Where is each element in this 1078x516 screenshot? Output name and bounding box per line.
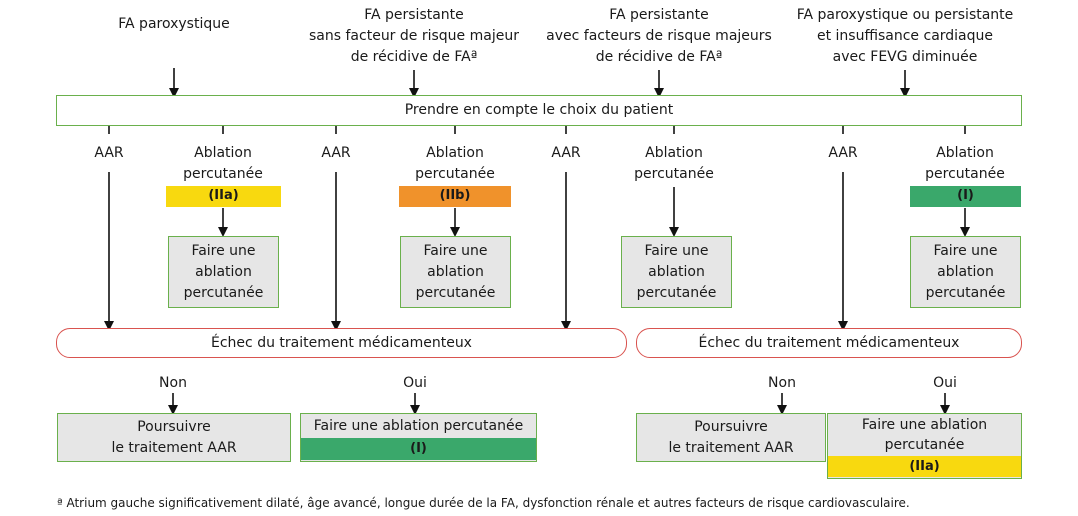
answer-yes: Oui (403, 375, 427, 391)
ablation-action-box: Faire une ablation percutanée (621, 236, 732, 308)
option-aar: AAR (828, 145, 858, 161)
patient-choice-box: Prendre en compte le choix du patient (56, 95, 1022, 126)
drug-failure-box-right: Échec du traitement médicamenteux (636, 328, 1022, 358)
action-line: Faire une (423, 242, 488, 259)
ablation-action-box: Faire une ablation percutanée (168, 236, 279, 308)
patient-choice-label: Prendre en compte le choix du patient (404, 102, 674, 118)
option-ablation: Ablation percutanée (905, 143, 1025, 185)
action-line: ablation (427, 263, 484, 280)
answer-no: Non (159, 375, 187, 391)
header-line: sans facteur de risque majeur (309, 28, 519, 44)
option-aar: AAR (94, 145, 124, 161)
option-line: Ablation (936, 145, 994, 161)
answer-yes: Oui (933, 375, 957, 391)
class-badge-iib: (IIb) (399, 186, 511, 207)
header-line: avec facteurs de risque majeurs (546, 28, 772, 44)
failure-label: Échec du traitement médicamenteux (698, 334, 960, 351)
ablation-outcome-box-right: Faire une ablation percutanée (IIa) (827, 413, 1022, 479)
option-line: Ablation (426, 145, 484, 161)
outcome-line: Faire une ablation (861, 417, 988, 433)
option-ablation: Ablation percutanée (163, 143, 283, 185)
action-line: percutanée (925, 284, 1006, 301)
continue-aar-box: Poursuivre le traitement AAR (636, 413, 826, 462)
action-line: percutanée (636, 284, 717, 301)
answer-no: Non (768, 375, 796, 391)
option-aar: AAR (551, 145, 581, 161)
header-line: FA persistante (609, 7, 709, 23)
header-line: et insuffisance cardiaque (816, 28, 994, 44)
option-ablation: Ablation percutanée (395, 143, 515, 185)
action-line: ablation (648, 263, 705, 280)
option-line: percutanée (183, 166, 263, 182)
header-line: FA persistante (364, 7, 464, 23)
action-line: percutanée (415, 284, 496, 301)
header-af-heart-failure: FA paroxystique ou persistante et insuff… (780, 5, 1030, 68)
header-line: de récidive de FAª (350, 49, 478, 65)
outcome-line: le traitement AAR (111, 439, 237, 456)
option-aar: AAR (321, 145, 351, 161)
ablation-action-box: Faire une ablation percutanée (400, 236, 511, 308)
header-persistent-af-risk: FA persistante avec facteurs de risque m… (536, 5, 782, 68)
action-line: Faire une (191, 242, 256, 259)
drug-failure-box-left: Échec du traitement médicamenteux (56, 328, 627, 358)
outcome-line: le traitement AAR (668, 439, 794, 456)
class-badge-i: (I) (910, 186, 1021, 207)
option-line: percutanée (634, 166, 714, 182)
header-line: FA paroxystique ou persistante (796, 7, 1014, 23)
outcome-line: Poursuivre (694, 418, 768, 435)
outcome-line: percutanée (884, 437, 965, 453)
continue-aar-box: Poursuivre le traitement AAR (57, 413, 291, 462)
header-persistent-af-no-risk: FA persistante sans facteur de risque ma… (294, 5, 534, 68)
outcome-class-iia: (IIa) (828, 456, 1021, 477)
action-line: Faire une (933, 242, 998, 259)
option-line: percutanée (415, 166, 495, 182)
option-ablation: Ablation percutanée (614, 143, 734, 185)
action-line: percutanée (183, 284, 264, 301)
action-line: ablation (937, 263, 994, 280)
action-line: Faire une (644, 242, 709, 259)
option-line: percutanée (925, 166, 1005, 182)
outcome-class-i: (I) (301, 438, 536, 460)
outcome-line: Faire une ablation percutanée (313, 418, 524, 434)
failure-label: Échec du traitement médicamenteux (211, 334, 472, 351)
outcome-line: Poursuivre (137, 418, 211, 435)
header-paroxysmal-af: FA paroxystique (118, 16, 230, 32)
option-line: Ablation (645, 145, 703, 161)
header-line: avec FEVG diminuée (832, 49, 978, 65)
ablation-action-box: Faire une ablation percutanée (910, 236, 1021, 308)
footnote: ª Atrium gauche significativement dilaté… (57, 496, 910, 510)
action-line: ablation (195, 263, 252, 280)
ablation-outcome-box-left: Faire une ablation percutanée (I) (300, 413, 537, 462)
class-badge-iia: (IIa) (166, 186, 281, 207)
header-line: de récidive de FAª (595, 49, 723, 65)
option-line: Ablation (194, 145, 252, 161)
